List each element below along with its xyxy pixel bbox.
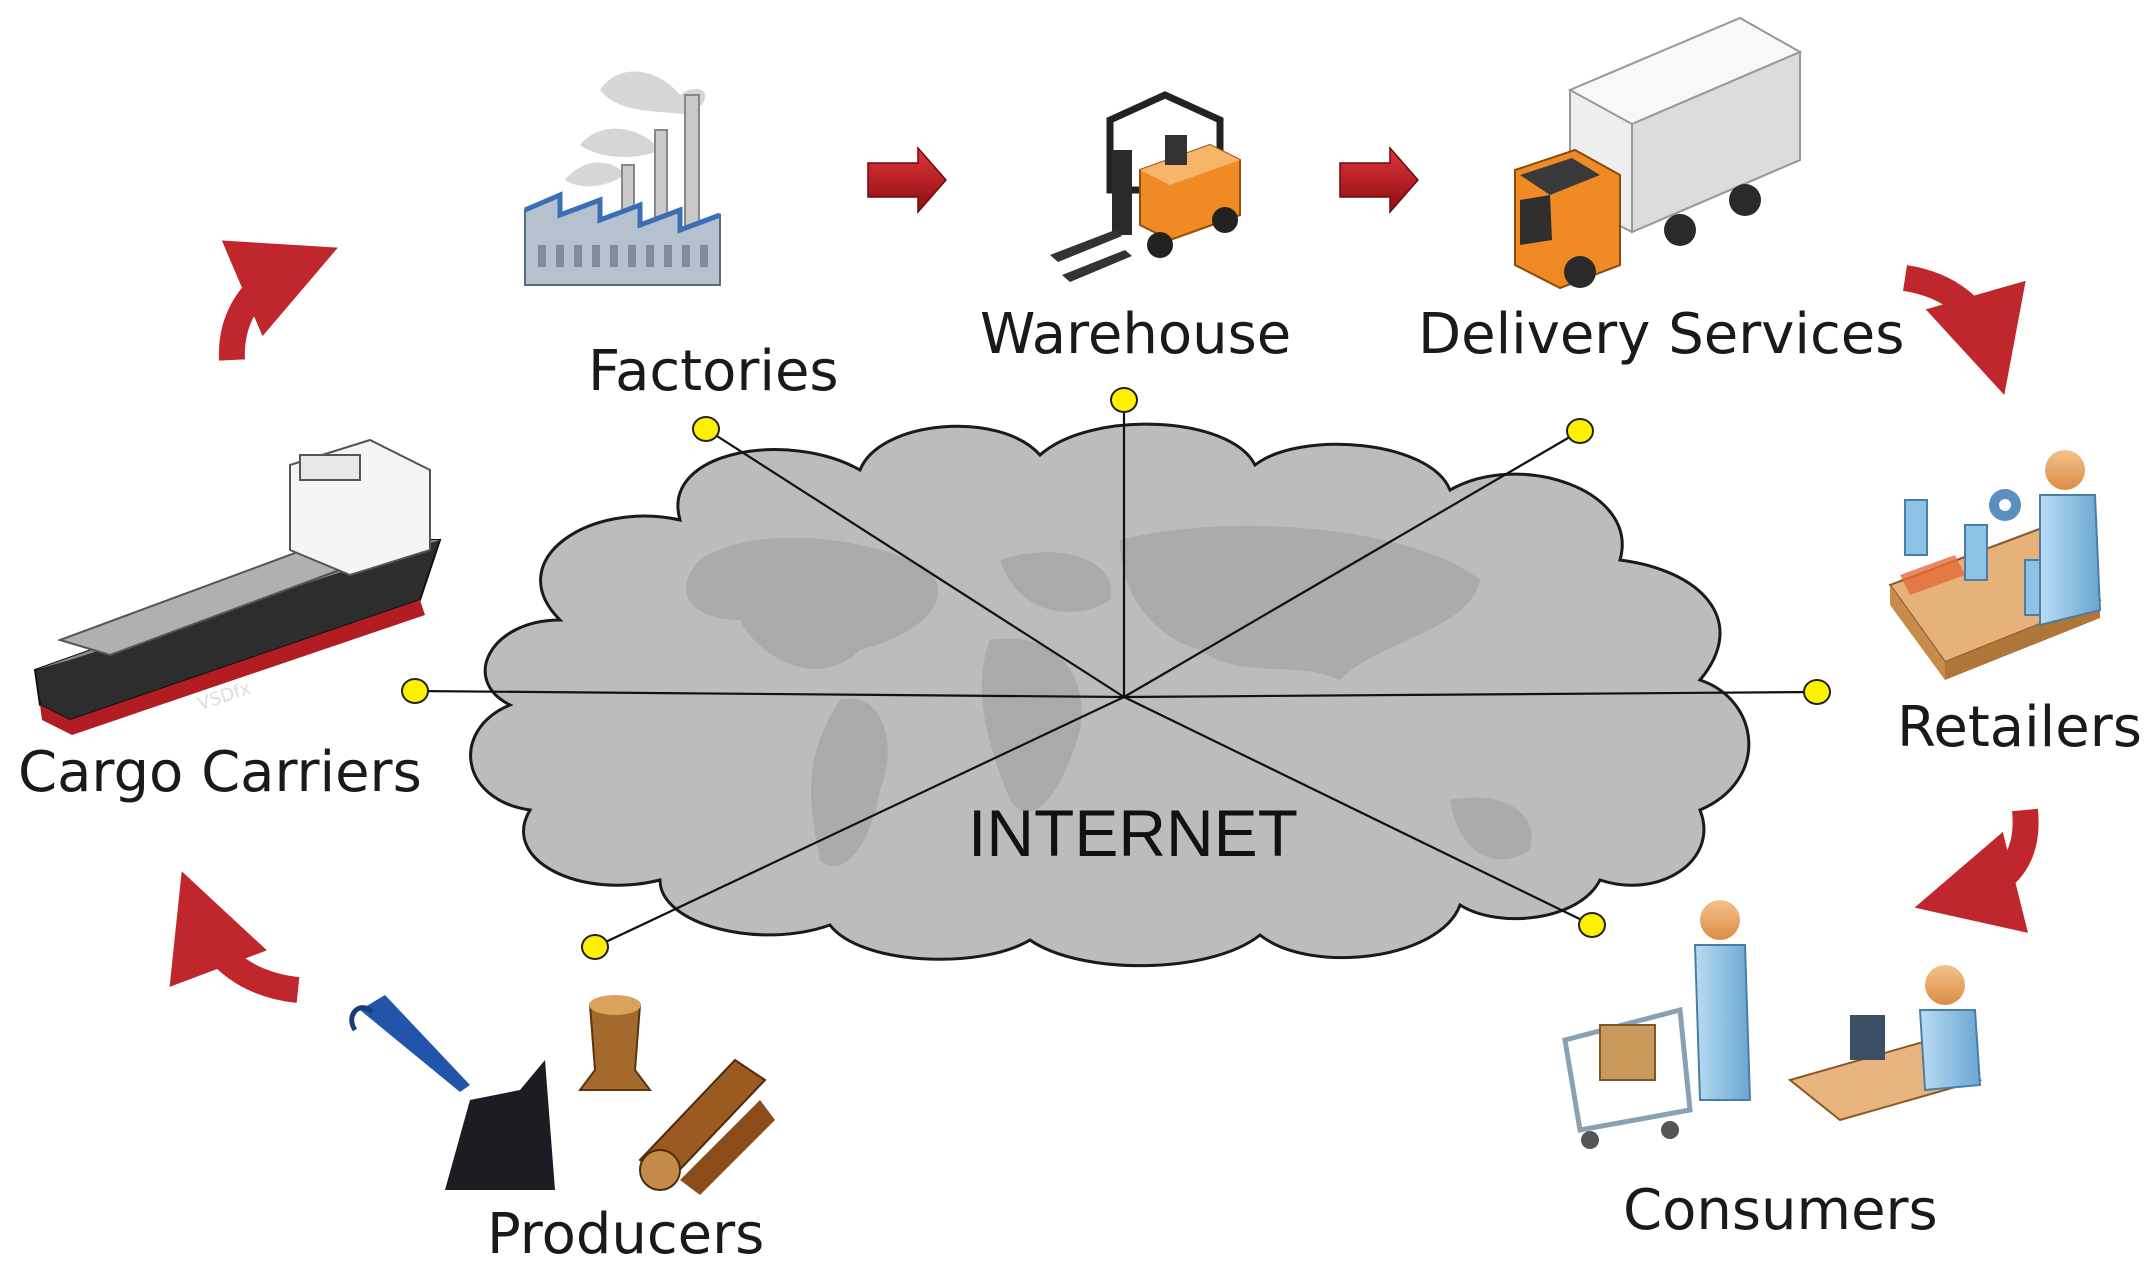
dot-warehouse xyxy=(1110,387,1138,413)
label-producers: Producers xyxy=(487,1202,765,1267)
curved-arrows xyxy=(169,240,2039,1003)
arrow-delivery-to-retailers xyxy=(1902,265,2026,395)
label-internet: INTERNET xyxy=(968,796,1298,870)
label-consumers: Consumers xyxy=(1623,1178,1938,1243)
arrow-cargo-to-factories xyxy=(218,240,338,361)
dot-cargo xyxy=(401,678,429,704)
dot-consumers xyxy=(1578,912,1606,938)
mining-and-logs-icon xyxy=(349,995,775,1195)
label-warehouse: Warehouse xyxy=(980,302,1292,367)
arrow-warehouse-to-delivery xyxy=(1339,146,1419,214)
dot-delivery xyxy=(1566,418,1594,444)
dot-retailers xyxy=(1803,679,1831,705)
factory-icon xyxy=(524,71,721,286)
label-retailers: Retailers xyxy=(1897,695,2142,760)
label-delivery-services: Delivery Services xyxy=(1418,302,1905,367)
assembly-worker-icon xyxy=(1888,450,2102,680)
shopper-and-computer-user-icon xyxy=(1562,900,1983,1149)
arrow-producers-to-cargo xyxy=(169,871,300,1003)
world-map-silhouette xyxy=(685,525,1532,867)
truck-icon xyxy=(1514,16,1803,290)
arrow-retailers-to-consumers xyxy=(1914,808,2039,933)
dot-producers xyxy=(581,934,609,960)
cargo-ship-icon: VSDfx xyxy=(33,438,442,735)
internet-cloud xyxy=(469,422,1751,968)
label-cargo-carriers: Cargo Carriers xyxy=(18,740,422,805)
forklift-icon xyxy=(1050,91,1241,282)
arrow-factories-to-warehouse xyxy=(867,146,947,214)
label-factories: Factories xyxy=(588,339,839,404)
connector-lines xyxy=(414,400,1818,948)
dot-factories xyxy=(692,416,720,442)
connector-dots xyxy=(401,387,1831,960)
